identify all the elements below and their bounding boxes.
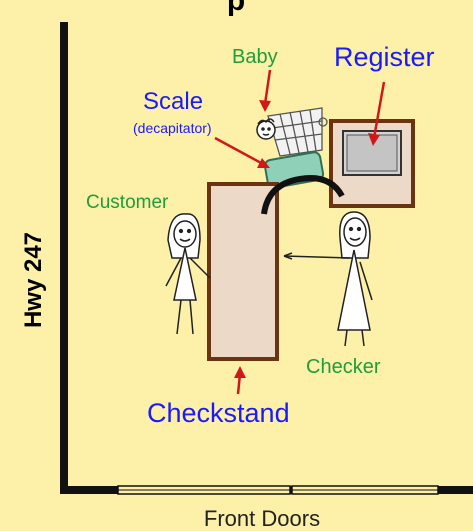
checkstand-label: Checkstand bbox=[147, 398, 290, 428]
baby-label: Baby bbox=[232, 46, 278, 68]
customer-figure bbox=[165, 213, 211, 335]
checker-label: Checker bbox=[306, 356, 381, 378]
baby-figure bbox=[256, 118, 276, 140]
belt-handle bbox=[261, 175, 345, 215]
scale-label: Scale bbox=[143, 88, 204, 115]
register-label: Register bbox=[334, 42, 435, 72]
diagram-title-partial: p bbox=[226, 0, 246, 17]
customer-label: Customer bbox=[86, 192, 169, 213]
scale-note-label: (decapitator) bbox=[133, 120, 212, 136]
front-doors-label: Front Doors bbox=[203, 506, 321, 531]
arrows bbox=[214, 69, 386, 395]
shopping-cart bbox=[267, 107, 328, 157]
front-doors bbox=[117, 485, 439, 495]
highway-label: Hwy 247 bbox=[20, 231, 47, 329]
checker-figure bbox=[283, 211, 373, 347]
